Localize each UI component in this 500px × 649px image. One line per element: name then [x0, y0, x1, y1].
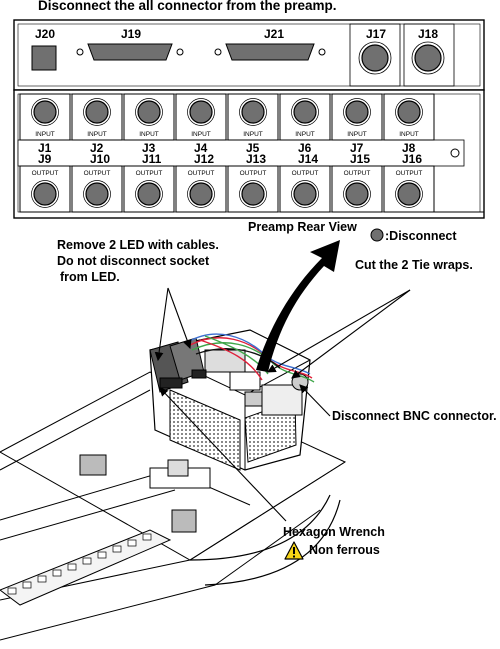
input-ports-row: INPUTJ1INPUTJ2INPUTJ3INPUTJ4INPUTJ5INPUT…	[19, 93, 435, 155]
port-label-j9: J9	[38, 152, 52, 166]
port-label-j13: J13	[246, 152, 266, 166]
connector-j19: J19	[76, 27, 184, 61]
port-label-j10: J10	[90, 152, 110, 166]
port-j6: INPUT J6	[279, 93, 331, 155]
port-label-j3: J3	[142, 141, 156, 155]
view-label: Preamp Rear View	[248, 220, 357, 234]
port-j9: OUTPUT J9	[19, 152, 71, 213]
connector-label-j17: J17	[366, 27, 386, 41]
port-label-j5: J5	[246, 141, 260, 155]
port-sub-label: INPUT	[243, 131, 263, 138]
port-j14: OUTPUT J14	[279, 152, 331, 213]
port-sub-label: INPUT	[295, 131, 315, 138]
connector-label-j21: J21	[264, 27, 284, 41]
connector-j18: J18	[403, 23, 455, 87]
connector-label-j19: J19	[121, 27, 141, 41]
port-panel: INPUTJ1INPUTJ2INPUTJ3INPUTJ4INPUTJ5INPUT…	[13, 89, 485, 219]
connector-j20: J20	[31, 27, 57, 71]
connector-label-j18: J18	[418, 27, 438, 41]
port-sub-label: INPUT	[139, 131, 159, 138]
port-j16: OUTPUT J16	[383, 152, 435, 213]
port-label-j12: J12	[194, 152, 214, 166]
callout-bnc: Disconnect BNC connector.	[332, 409, 497, 423]
port-label-j2: J2	[90, 141, 104, 155]
port-j12: OUTPUT J12	[175, 152, 227, 213]
port-sub-label: INPUT	[191, 131, 211, 138]
port-j15: OUTPUT J15	[331, 152, 383, 213]
port-sub-label: OUTPUT	[240, 170, 267, 177]
port-j5: INPUT J5	[227, 93, 279, 155]
port-label-j14: J14	[298, 152, 318, 166]
callout-led-line2: Do not disconnect socket	[57, 254, 210, 268]
port-j3: INPUT J3	[123, 93, 175, 155]
port-sub-label: OUTPUT	[292, 170, 319, 177]
output-ports-row: OUTPUTJ9OUTPUTJ10OUTPUTJ11OUTPUTJ12OUTPU…	[19, 152, 435, 213]
port-sub-label: OUTPUT	[136, 170, 163, 177]
port-j13: OUTPUT J13	[227, 152, 279, 213]
port-j1: INPUT J1	[19, 93, 71, 155]
leader-lines	[154, 287, 411, 522]
machine-illustration	[0, 329, 347, 641]
port-j4: INPUT J4	[175, 93, 227, 155]
port-sub-label: OUTPUT	[344, 170, 371, 177]
port-label-j6: J6	[298, 141, 312, 155]
port-j7: INPUT J7	[331, 93, 383, 155]
callout-non-ferrous: Non ferrous	[309, 543, 380, 557]
port-sub-label: INPUT	[35, 131, 55, 138]
port-sub-label: OUTPUT	[188, 170, 215, 177]
port-label-j7: J7	[350, 141, 364, 155]
top-connector-panel: J20 J19 J21 J17 J18	[13, 19, 485, 91]
callout-tie-wraps: Cut the 2 Tie wraps.	[355, 258, 473, 272]
warning-triangle-icon	[284, 541, 304, 560]
port-label-j1: J1	[38, 141, 52, 155]
port-label-j16: J16	[402, 152, 422, 166]
connector-j21: J21	[214, 27, 326, 61]
port-sub-label: OUTPUT	[396, 170, 423, 177]
port-label-j4: J4	[194, 141, 208, 155]
port-label-j15: J15	[350, 152, 370, 166]
legend-disconnect-marker	[370, 228, 384, 242]
port-sub-label: INPUT	[347, 131, 367, 138]
connector-j17: J17	[349, 23, 401, 87]
direction-arrow	[256, 240, 340, 372]
instruction-title: Disconnect the all connector from the pr…	[38, 0, 337, 13]
port-sub-label: OUTPUT	[84, 170, 111, 177]
port-j2: INPUT J2	[71, 93, 123, 155]
connector-label-j20: J20	[35, 27, 55, 41]
callout-led-line1: Remove 2 LED with cables.	[57, 238, 219, 252]
port-j10: OUTPUT J10	[71, 152, 123, 213]
port-sub-label: OUTPUT	[32, 170, 59, 177]
callout-wrench: Hexagon Wrench	[283, 525, 385, 539]
port-sub-label: INPUT	[399, 131, 419, 138]
port-label-j11: J11	[142, 152, 162, 166]
port-sub-label: INPUT	[87, 131, 107, 138]
legend-disconnect-text: :Disconnect	[385, 229, 457, 243]
callout-led-line3: from LED.	[60, 270, 120, 284]
port-j11: OUTPUT J11	[123, 152, 175, 213]
port-j8: INPUT J8	[383, 93, 435, 155]
port-label-j8: J8	[402, 141, 416, 155]
